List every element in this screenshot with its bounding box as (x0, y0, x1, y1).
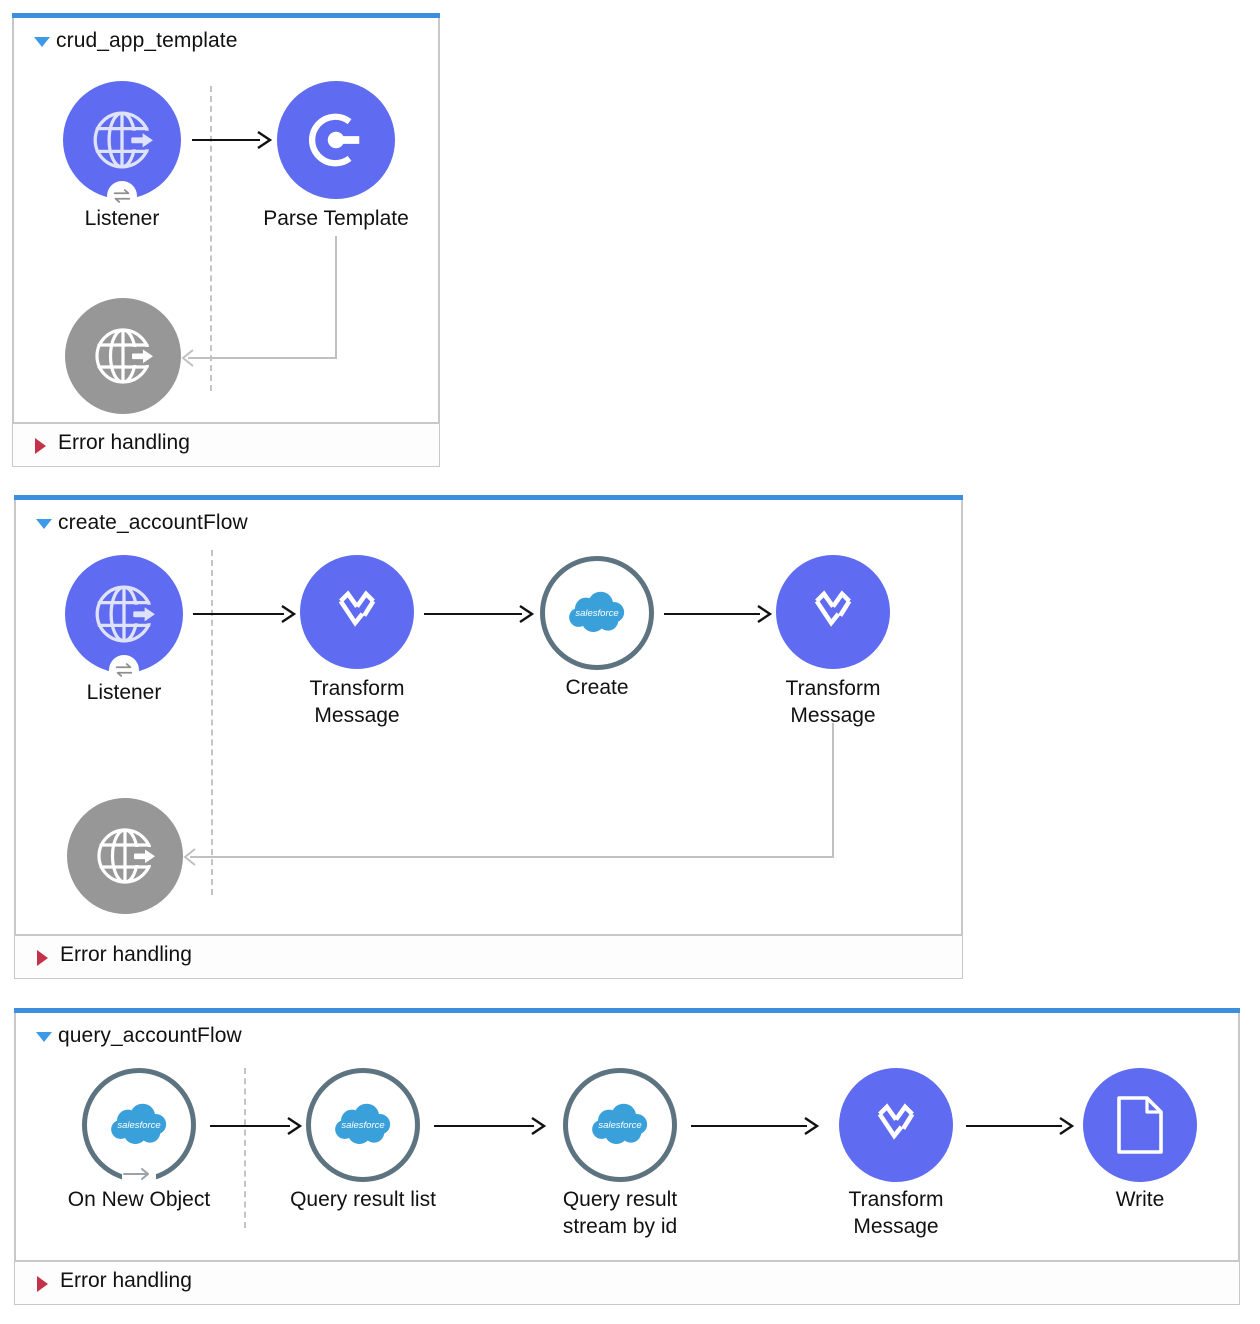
triangle-right-icon[interactable] (37, 1276, 48, 1292)
return-path-horizontal (190, 856, 834, 858)
http-response-globe-icon (97, 828, 157, 884)
parse-template-icon (308, 113, 360, 167)
connector-line (966, 1125, 1062, 1127)
flow-crud-app-template[interactable]: crud_app_template (12, 13, 440, 423)
return-arrowhead-icon (181, 349, 194, 367)
node-circle (67, 798, 183, 914)
flow-title: create_accountFlow (58, 511, 248, 534)
node-label: Parse Template (263, 207, 409, 230)
connector-line (210, 1125, 290, 1127)
salesforce-cloud-icon: salesforce (569, 591, 625, 633)
return-path-horizontal (188, 357, 337, 359)
error-handling-label: Error handling (60, 1269, 192, 1292)
node-label: Query result stream by id (562, 1188, 678, 1238)
error-handling-bar[interactable]: Error handling (14, 1261, 1240, 1305)
transform-message-icon (338, 590, 376, 627)
node-circle: salesforce (306, 1068, 420, 1182)
flow-header-accent-bar (12, 13, 440, 18)
bidirectional-arrows-badge-icon (109, 655, 139, 685)
node-label: Transform Message (848, 1188, 944, 1238)
connector-line (424, 613, 522, 615)
source-divider-dashed-line (211, 550, 213, 895)
connector-line (434, 1125, 534, 1127)
connector-line (691, 1125, 807, 1127)
arrowhead-icon (531, 1117, 547, 1135)
arrowhead-icon (1059, 1117, 1075, 1135)
connector-line (193, 613, 284, 615)
return-path-vertical (335, 236, 337, 358)
transform-message-icon (814, 590, 852, 627)
node-circle (277, 81, 395, 199)
salesforce-wordmark: salesforce (341, 1120, 384, 1131)
error-handling-bar[interactable]: Error handling (12, 423, 440, 467)
node-label: On New Object (67, 1188, 211, 1211)
flow-query-account[interactable]: query_accountFlow salesforce (14, 1008, 1240, 1261)
return-arrowhead-icon (183, 848, 196, 866)
salesforce-cloud-icon: salesforce (111, 1103, 167, 1145)
arrowhead-icon (757, 605, 773, 623)
error-handling-label: Error handling (60, 943, 192, 966)
triangle-down-icon[interactable] (36, 1032, 52, 1042)
salesforce-cloud-icon: salesforce (592, 1103, 648, 1145)
node-label: Transform Message (785, 677, 881, 727)
flow-title: crud_app_template (56, 29, 238, 52)
triangle-right-icon[interactable] (37, 950, 48, 966)
arrowhead-icon (519, 605, 535, 623)
flow-create-account[interactable]: create_accountFlow (14, 495, 963, 935)
connector-line (192, 139, 260, 141)
node-label: Write (1115, 1188, 1165, 1211)
triangle-down-icon[interactable] (36, 519, 52, 529)
node-label: Transform Message (309, 677, 405, 727)
node-circle (300, 555, 414, 669)
salesforce-cloud-icon: salesforce (335, 1103, 391, 1145)
salesforce-wordmark: salesforce (598, 1120, 641, 1131)
file-document-icon (1117, 1096, 1163, 1154)
node-circle (776, 555, 890, 669)
arrowhead-icon (257, 131, 273, 149)
http-listener-globe-icon (95, 585, 157, 643)
connector-line (664, 613, 760, 615)
http-listener-globe-icon (93, 111, 155, 169)
source-arrow-icon (123, 1168, 149, 1180)
node-label: Listener (86, 681, 162, 704)
http-response-globe-icon (95, 328, 155, 384)
node-circle (65, 555, 183, 673)
node-label: Query result list (290, 1188, 436, 1211)
error-handling-bar[interactable]: Error handling (14, 935, 963, 979)
node-label: Listener (84, 207, 160, 230)
arrowhead-icon (287, 1117, 303, 1135)
flow-header-accent-bar (14, 495, 963, 500)
node-circle (839, 1068, 953, 1182)
node-circle (63, 81, 181, 199)
node-circle: salesforce (563, 1068, 677, 1182)
source-divider-dashed-line (244, 1068, 246, 1228)
bidirectional-arrows-badge-icon (107, 181, 137, 211)
node-circle: salesforce (540, 556, 654, 670)
error-handling-label: Error handling (58, 431, 190, 454)
flow-header-accent-bar (14, 1008, 1240, 1013)
salesforce-wordmark: salesforce (117, 1120, 160, 1131)
return-path-vertical (832, 723, 834, 857)
transform-message-icon (877, 1103, 915, 1140)
node-label: Create (565, 676, 629, 699)
triangle-down-icon[interactable] (34, 37, 50, 47)
node-circle (1083, 1068, 1197, 1182)
arrowhead-icon (281, 605, 297, 623)
salesforce-wordmark: salesforce (575, 608, 618, 619)
node-circle (65, 298, 181, 414)
triangle-right-icon[interactable] (35, 438, 46, 454)
source-divider-dashed-line (210, 86, 212, 391)
arrowhead-icon (804, 1117, 820, 1135)
flow-title: query_accountFlow (58, 1024, 242, 1047)
